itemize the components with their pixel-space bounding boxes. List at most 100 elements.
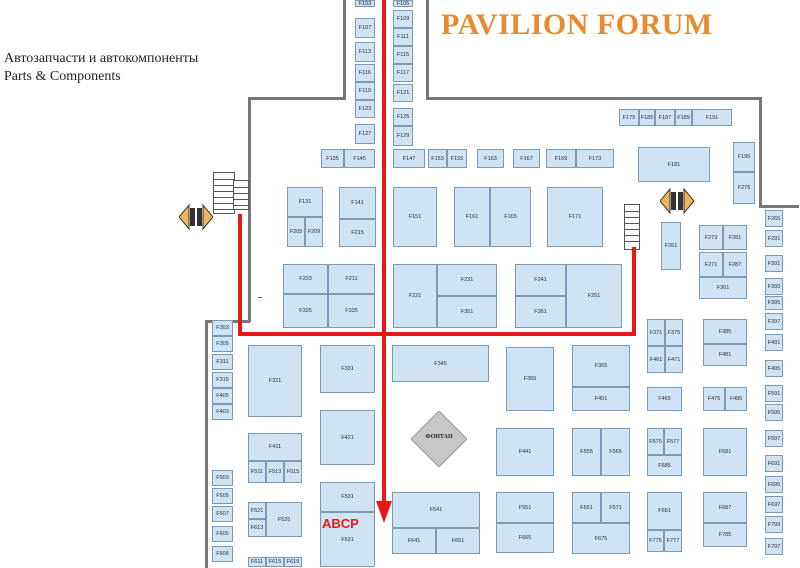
booth[interactable]: F605 — [212, 526, 233, 542]
booth[interactable]: F475 — [703, 387, 725, 411]
booth[interactable]: F641 — [392, 528, 436, 554]
booth[interactable]: F161 — [454, 187, 490, 247]
booth[interactable]: F405 — [212, 388, 233, 404]
booth[interactable]: F241 — [515, 264, 566, 296]
booth[interactable]: F595 — [765, 404, 783, 421]
booth[interactable]: F395 — [765, 296, 783, 310]
booth[interactable]: F261 — [661, 222, 681, 270]
booth[interactable]: F375 — [665, 319, 683, 346]
booth[interactable]: F691 — [765, 455, 783, 472]
booth[interactable]: F105 — [393, 0, 413, 7]
booth[interactable]: F305 — [212, 336, 233, 352]
booth[interactable]: F403 — [212, 404, 233, 420]
booth[interactable]: F351 — [437, 296, 497, 328]
booth[interactable]: F147 — [393, 149, 425, 168]
booth[interactable]: F189 — [675, 109, 692, 126]
booth[interactable]: F155 — [447, 149, 467, 168]
abcp-booth-marker[interactable]: ABCP — [322, 516, 359, 531]
booth[interactable]: F121 — [393, 84, 413, 102]
booth[interactable]: F411 — [248, 433, 302, 461]
booth[interactable]: F135 — [321, 149, 344, 168]
booth[interactable]: F205 — [287, 217, 305, 247]
booth[interactable]: F513 — [266, 461, 284, 483]
booth[interactable]: F123 — [355, 100, 375, 118]
booth[interactable]: F211 — [328, 264, 375, 294]
booth[interactable]: F681 — [647, 492, 682, 530]
booth[interactable]: F103 — [355, 0, 375, 7]
booth[interactable]: F271 — [699, 252, 723, 277]
booth[interactable]: F251 — [566, 264, 622, 328]
booth[interactable]: F606 — [212, 546, 233, 562]
booth[interactable]: F365 — [572, 345, 630, 387]
booth[interactable]: F675 — [572, 523, 630, 554]
booth[interactable]: F665 — [496, 523, 554, 553]
booth[interactable]: F515 — [284, 461, 302, 483]
booth[interactable]: F195 — [733, 142, 755, 172]
booth[interactable]: F785 — [703, 523, 747, 547]
booth[interactable]: F575 — [647, 428, 664, 455]
booth[interactable]: F551 — [496, 492, 554, 523]
booth[interactable]: F287 — [723, 252, 747, 277]
booth[interactable]: F191 — [692, 109, 732, 126]
booth[interactable]: F231 — [437, 264, 497, 296]
booth[interactable]: F541 — [392, 492, 480, 528]
booth[interactable]: F775 — [647, 530, 664, 552]
booth[interactable]: F799 — [765, 516, 783, 533]
booth[interactable]: F697 — [765, 496, 783, 513]
booth[interactable]: F385 — [703, 319, 747, 344]
booth[interactable]: F291 — [765, 230, 783, 247]
booth[interactable]: F555 — [572, 428, 601, 476]
booth[interactable]: F273 — [699, 225, 723, 250]
booth[interactable]: F485 — [725, 387, 747, 411]
booth[interactable]: F215 — [339, 219, 376, 247]
booth[interactable]: F181 — [638, 147, 710, 182]
booth[interactable]: F371 — [647, 319, 665, 346]
booth[interactable]: F797 — [765, 538, 783, 555]
booth[interactable]: F503 — [212, 470, 233, 486]
booth[interactable]: F531 — [320, 482, 375, 512]
booth[interactable]: F281 — [723, 225, 747, 250]
booth[interactable]: F393 — [765, 278, 783, 295]
booth[interactable]: F465 — [647, 387, 682, 411]
booth[interactable]: F451 — [572, 387, 630, 411]
booth[interactable]: F581 — [703, 428, 747, 476]
booth[interactable]: F361 — [515, 296, 566, 328]
booth[interactable]: F119 — [355, 82, 375, 100]
booth[interactable]: F591 — [765, 385, 783, 402]
booth[interactable]: F561 — [572, 492, 601, 523]
booth[interactable]: F685 — [647, 455, 682, 476]
booth[interactable]: F187 — [655, 109, 675, 126]
booth[interactable]: F619 — [284, 557, 302, 567]
booth[interactable]: F391 — [765, 255, 783, 272]
booth[interactable]: F167 — [513, 149, 540, 168]
booth[interactable]: F127 — [355, 124, 375, 144]
booth[interactable]: F511 — [248, 461, 266, 483]
booth[interactable]: F611 — [248, 557, 266, 567]
booth[interactable]: F315 — [212, 372, 233, 388]
booth[interactable]: F131 — [287, 187, 323, 217]
booth[interactable]: F129 — [393, 126, 413, 146]
booth[interactable]: F145 — [344, 149, 375, 168]
booth[interactable]: F303 — [212, 320, 233, 336]
booth[interactable]: F481 — [703, 344, 747, 366]
booth[interactable]: F345 — [392, 345, 489, 382]
booth[interactable]: F141 — [339, 187, 376, 219]
booth[interactable]: F695 — [765, 476, 783, 493]
booth[interactable]: F471 — [665, 346, 683, 373]
booth[interactable]: F651 — [436, 528, 480, 554]
booth[interactable]: F321 — [248, 345, 302, 417]
booth[interactable]: F125 — [393, 108, 413, 126]
booth[interactable]: F495 — [765, 360, 783, 377]
booth[interactable]: F111 — [393, 28, 413, 46]
booth[interactable]: F397 — [765, 313, 783, 330]
booth[interactable]: F203 — [283, 264, 328, 294]
booth[interactable]: F631 — [320, 512, 375, 567]
booth[interactable]: F107 — [355, 18, 375, 38]
booth[interactable]: F441 — [496, 428, 554, 476]
booth[interactable]: F116 — [355, 64, 375, 82]
booth[interactable]: F113 — [355, 42, 375, 62]
booth[interactable]: F331 — [320, 345, 375, 393]
booth[interactable]: F175 — [619, 109, 639, 126]
booth[interactable]: F163 — [477, 149, 504, 168]
booth[interactable]: F335 — [328, 294, 375, 328]
